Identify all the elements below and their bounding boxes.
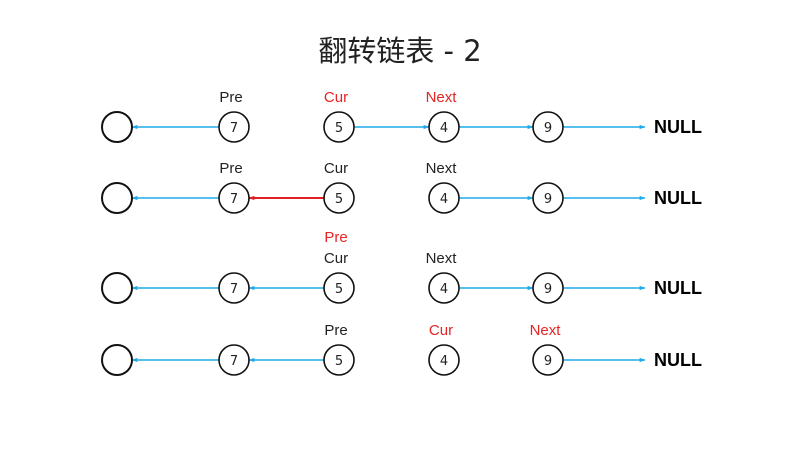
pointer-label-pre: Pre (219, 89, 242, 106)
node-value: 5 (335, 192, 343, 207)
slide-title: 翻转链表 - 2 (318, 34, 482, 68)
null-label: NULL (654, 117, 702, 137)
head-placeholder-node (101, 182, 133, 214)
node-value: 4 (440, 282, 448, 297)
node-value: 5 (335, 354, 343, 369)
node-value: 7 (230, 354, 238, 369)
list-node (218, 111, 250, 143)
list-node (218, 272, 250, 304)
list-row: NULL 7 5 4 9 Pre Cur Next (101, 322, 702, 376)
head-placeholder-node (101, 111, 133, 143)
null-label: NULL (654, 350, 702, 370)
node-value: 5 (335, 121, 343, 136)
list-node (218, 344, 250, 376)
null-label: NULL (654, 188, 702, 208)
head-placeholder-node (101, 272, 133, 304)
node-value: 9 (544, 192, 552, 207)
head-placeholder-node (101, 344, 133, 376)
list-node (323, 344, 355, 376)
list-node (323, 111, 355, 143)
pointer-label-pre: Pre (324, 322, 347, 339)
node-value: 4 (440, 192, 448, 207)
node-value: 7 (230, 192, 238, 207)
pointer-label-pre: Pre (324, 229, 347, 246)
list-node (532, 272, 564, 304)
node-value: 7 (230, 121, 238, 136)
list-node (323, 182, 355, 214)
list-node (323, 272, 355, 304)
node-value: 9 (544, 121, 552, 136)
pointer-label-cur: Cur (324, 160, 348, 177)
pointer-label-next: Next (426, 160, 458, 177)
pointer-label-pre: Pre (219, 160, 242, 177)
pointer-label-next: Next (426, 89, 458, 106)
list-node (218, 182, 250, 214)
pointer-label-next: Next (426, 250, 458, 267)
node-value: 5 (335, 282, 343, 297)
list-node (428, 344, 460, 376)
list-node (532, 111, 564, 143)
pointer-label-cur: Cur (324, 89, 348, 106)
pointer-label-cur: Cur (429, 322, 453, 339)
pointer-label-cur: Cur (324, 250, 348, 267)
list-row: NULL 7 5 4 9 Pre Cur Next (101, 89, 702, 143)
node-value: 7 (230, 282, 238, 297)
list-node (428, 272, 460, 304)
node-value: 4 (440, 354, 448, 369)
list-node (532, 344, 564, 376)
list-node (428, 111, 460, 143)
list-node (532, 182, 564, 214)
list-row: NULL 7 5 4 9 Pre Cur Next (101, 160, 702, 214)
null-label: NULL (654, 278, 702, 298)
node-value: 9 (544, 354, 552, 369)
node-value: 9 (544, 282, 552, 297)
pointer-label-next: Next (530, 322, 562, 339)
node-value: 4 (440, 121, 448, 136)
list-node (428, 182, 460, 214)
